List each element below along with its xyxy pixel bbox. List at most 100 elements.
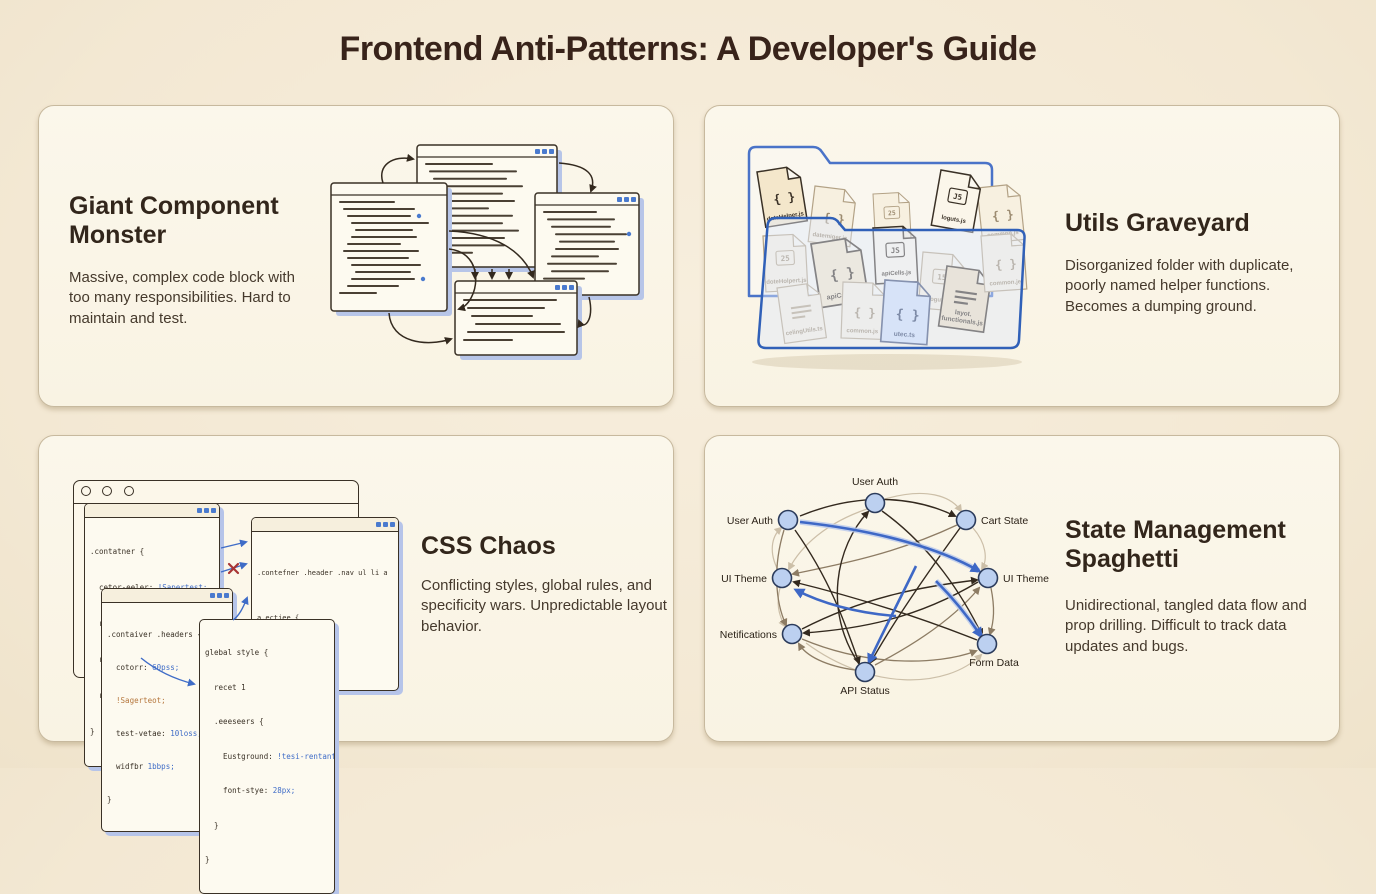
code-line: a.ectiee { — [257, 614, 300, 622]
anti-pattern-card-state-spaghetti: State Management Spaghetti Unidirectiona… — [704, 435, 1340, 742]
svg-text:loguti.js: loguti.js — [928, 297, 952, 305]
front-folder-icon — [757, 216, 1026, 350]
window-control-icon — [197, 508, 202, 513]
panel-description-state-spaghetti: Unidirectional, tangled data flow and pr… — [1065, 597, 1307, 655]
state-node — [777, 509, 799, 531]
code-line: } — [205, 820, 219, 830]
panel-title-css-chaos: CSS Chaos — [421, 532, 556, 560]
state-node — [854, 661, 876, 683]
panel-description-utils-graveyard: Disorganized folder with duplicate, poor… — [1065, 257, 1294, 315]
window-dot-icon — [81, 486, 91, 496]
panel-title-giant-component: Giant Component Monster — [69, 192, 279, 249]
svg-text:doteHolpert.js: doteHolpert.js — [766, 278, 807, 286]
code-window — [454, 280, 582, 360]
code-window — [534, 192, 644, 300]
state-node-labels: User Auth User Auth Cart State UI Theme … — [720, 476, 1049, 697]
node-label: UI Theme — [1003, 573, 1049, 585]
state-node — [977, 567, 999, 589]
file-icon: layot. functionals.js — [937, 265, 991, 334]
anti-pattern-card-utils-graveyard: Utils Graveyard Disorganized folder with… — [704, 105, 1340, 407]
window-control-icon — [204, 508, 209, 513]
window-dot-icon — [123, 486, 134, 496]
svg-text:{ }: { } — [854, 305, 876, 320]
state-node — [781, 623, 803, 645]
node-label: UI Theme — [721, 573, 767, 585]
window-controls — [555, 285, 574, 290]
code-window — [330, 182, 452, 316]
svg-text:common.js: common.js — [846, 328, 879, 335]
anti-pattern-card-css-chaos: CSS Chaos Conflicting styles, global rul… — [38, 435, 674, 894]
window-control-icon — [211, 508, 216, 513]
node-label: API Status — [840, 685, 890, 697]
state-node — [864, 492, 886, 514]
svg-text:{ }: { } — [995, 257, 1018, 272]
svg-text:J5: J5 — [952, 192, 962, 202]
state-node — [976, 633, 998, 655]
svg-text:25: 25 — [888, 209, 896, 217]
file-icon: celingUtils.ts — [776, 283, 828, 345]
svg-text:15: 15 — [937, 272, 947, 282]
panel-description-css-chaos: Conflicting styles, global rules, and sp… — [421, 577, 667, 635]
state-nodes — [771, 492, 999, 683]
window-dot-icon — [102, 486, 113, 496]
file-icon: JS apiCells.js — [872, 225, 919, 285]
node-label: Cart State — [981, 515, 1028, 527]
code-line: .eeeseers { — [205, 717, 264, 726]
svg-text:loguts.js: loguts.js — [941, 215, 967, 225]
svg-text:25: 25 — [780, 254, 789, 263]
window-control-icon — [383, 522, 388, 527]
dark-arrows — [792, 498, 983, 665]
code-lines — [339, 201, 429, 294]
state-node — [771, 567, 793, 589]
code-block: glebal style { recet 1 .eeeseers { Eustg… — [200, 620, 334, 893]
svg-text:utec.ts: utec.ts — [893, 331, 915, 339]
code-line: glebal style { — [205, 648, 269, 657]
file-icon: { } common.js — [840, 281, 886, 341]
blue-arrows — [793, 520, 983, 665]
code-line: } — [90, 727, 95, 736]
file-icon: { } utec.ts — [879, 279, 932, 346]
medium-arrows — [776, 524, 996, 671]
svg-text:{ }: { } — [772, 189, 796, 206]
panel-description-giant-component: Massive, complex code block with too man… — [69, 269, 295, 327]
code-window-global-style: glebal style { recet 1 .eeeseers { Eustg… — [199, 619, 335, 894]
code-line: Eustground: !tesi-rentant; — [205, 751, 335, 761]
svg-text:datemiger.js: datemiger.js — [812, 232, 848, 242]
light-arrows — [771, 492, 989, 681]
state-graph-illustration: User Auth User Auth Cart State UI Theme … — [720, 476, 1049, 697]
connection-arrows — [381, 153, 597, 345]
code-line: .contatner { — [90, 547, 145, 556]
code-line: .contefner .header .nav ul li a — [257, 569, 388, 577]
browser-toolbar — [74, 481, 358, 504]
node-label: Netifications — [720, 629, 777, 641]
window-control-icon — [224, 593, 229, 598]
window-control-icon — [210, 593, 215, 598]
utils-graveyard-illustration: { } dateHelper.js { } datemiger.js 25 { … — [747, 145, 1028, 370]
ground-shadow — [752, 354, 1022, 370]
code-lines — [463, 299, 565, 341]
state-node — [955, 509, 977, 531]
window-controls — [617, 197, 636, 202]
node-label: User Auth — [852, 476, 898, 488]
window-control-icon — [376, 522, 381, 527]
giant-component-illustration — [330, 144, 644, 360]
svg-text:apiCells.js: apiCells.js — [881, 270, 912, 278]
code-lines — [543, 211, 632, 280]
svg-text:{ }: { } — [895, 307, 920, 324]
code-line: widfbr 1bbps; — [107, 762, 175, 771]
file-icon: J5 loguts.js — [930, 169, 982, 234]
code-line: cetor-eeler: !Sapertest; — [90, 582, 214, 594]
svg-text:layot.: layot. — [954, 309, 972, 318]
svg-text:{ }: { } — [991, 207, 1014, 223]
file-icon: { } common.je — [980, 233, 1028, 293]
file-icon: 25 doteHolpert.js — [762, 233, 809, 293]
panel-title-state-spaghetti: State Management Spaghetti — [1065, 516, 1286, 573]
svg-text:common.je: common.je — [989, 279, 1022, 287]
anti-pattern-card-giant-component: Giant Component Monster Massive, complex… — [38, 105, 674, 407]
window-titlebar — [85, 504, 219, 518]
window-titlebar — [252, 518, 398, 532]
window-controls — [535, 149, 554, 154]
panel-title-utils-graveyard: Utils Graveyard — [1065, 209, 1250, 237]
code-line: test-vetae: 10loss; — [107, 729, 202, 738]
code-line: recet 1 — [205, 682, 246, 692]
